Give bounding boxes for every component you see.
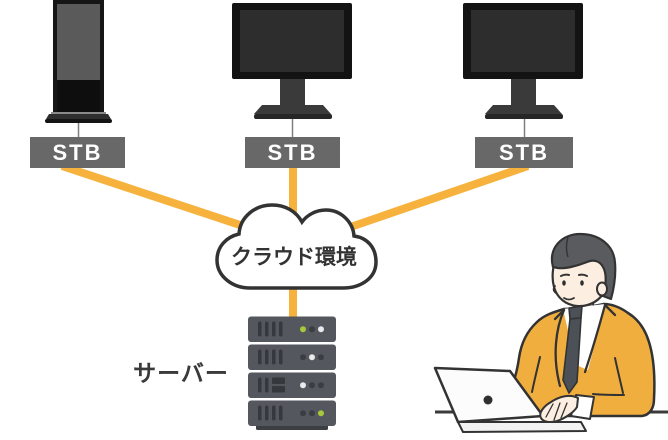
tie bbox=[562, 305, 583, 394]
server-unit-1 bbox=[248, 316, 336, 342]
jacket-seams bbox=[531, 356, 625, 396]
stb-box-center: STB bbox=[245, 137, 340, 168]
laptop-logo bbox=[483, 395, 493, 405]
monitor-center bbox=[232, 3, 352, 119]
nose bbox=[552, 285, 557, 294]
led-off bbox=[309, 382, 315, 389]
server-label: サーバー bbox=[133, 360, 229, 386]
led-off bbox=[309, 326, 315, 333]
monitor-neck bbox=[511, 79, 536, 106]
eyebrow-right bbox=[578, 273, 588, 277]
vertical-signage-display bbox=[45, 0, 112, 123]
monitor-screen bbox=[240, 10, 344, 72]
stb-label: STB bbox=[499, 139, 549, 165]
signage-screen bbox=[57, 4, 100, 80]
edge-stb-left-to-cloud bbox=[60, 162, 257, 234]
led-off bbox=[318, 382, 324, 389]
cloud-outline bbox=[215, 203, 378, 290]
monitor-base-slab bbox=[254, 114, 332, 119]
monitor-base bbox=[485, 105, 562, 114]
hair-strand bbox=[565, 236, 569, 258]
hand bbox=[539, 394, 579, 423]
face-features bbox=[552, 273, 588, 301]
operator-with-laptop bbox=[433, 232, 668, 433]
laptop-base bbox=[457, 421, 587, 433]
led-white bbox=[309, 354, 315, 361]
led-off bbox=[318, 354, 324, 361]
display-stb-stems bbox=[77, 117, 526, 138]
server-unit-2 bbox=[248, 344, 336, 370]
server-units bbox=[248, 316, 336, 430]
eye-right bbox=[580, 280, 584, 286]
stb-box-left: STB bbox=[30, 137, 125, 168]
jacket-lapels bbox=[553, 303, 617, 388]
mouth bbox=[563, 297, 575, 301]
tie-knot bbox=[568, 305, 583, 320]
server-unit-4 bbox=[248, 400, 336, 426]
monitor-screen bbox=[471, 10, 575, 72]
finger-lines bbox=[545, 402, 568, 421]
laptop bbox=[433, 366, 587, 433]
signage-lower-panel bbox=[57, 80, 100, 112]
server-leds bbox=[300, 326, 324, 417]
stb-box-right: STB bbox=[475, 137, 573, 168]
cloud-label: クラウド環境 bbox=[231, 246, 357, 269]
monitor-base bbox=[254, 105, 331, 114]
signage-base-top bbox=[51, 112, 106, 115]
led-white bbox=[300, 382, 306, 389]
edge-stb-right-to-cloud bbox=[334, 162, 530, 236]
server-rack bbox=[248, 316, 336, 430]
led-off bbox=[300, 354, 306, 361]
monitor-base-slab bbox=[485, 114, 563, 119]
stb-label: STB bbox=[52, 139, 103, 165]
led-off bbox=[309, 410, 315, 417]
monitor-right bbox=[463, 3, 583, 119]
led-white bbox=[318, 326, 324, 333]
led-green bbox=[318, 410, 324, 417]
signage-base-slab bbox=[45, 119, 112, 123]
eyebrow-left bbox=[560, 273, 570, 277]
ear bbox=[596, 281, 608, 297]
tie-body bbox=[562, 317, 582, 394]
stb-label: STB bbox=[267, 139, 318, 165]
server-vents bbox=[258, 321, 285, 421]
led-green bbox=[300, 326, 306, 333]
led-off bbox=[300, 410, 306, 417]
server-unit-3 bbox=[248, 372, 336, 398]
monitor-neck bbox=[280, 79, 305, 106]
cloud-shape bbox=[215, 203, 378, 290]
eye-left bbox=[562, 280, 566, 286]
signage-base bbox=[46, 114, 111, 119]
